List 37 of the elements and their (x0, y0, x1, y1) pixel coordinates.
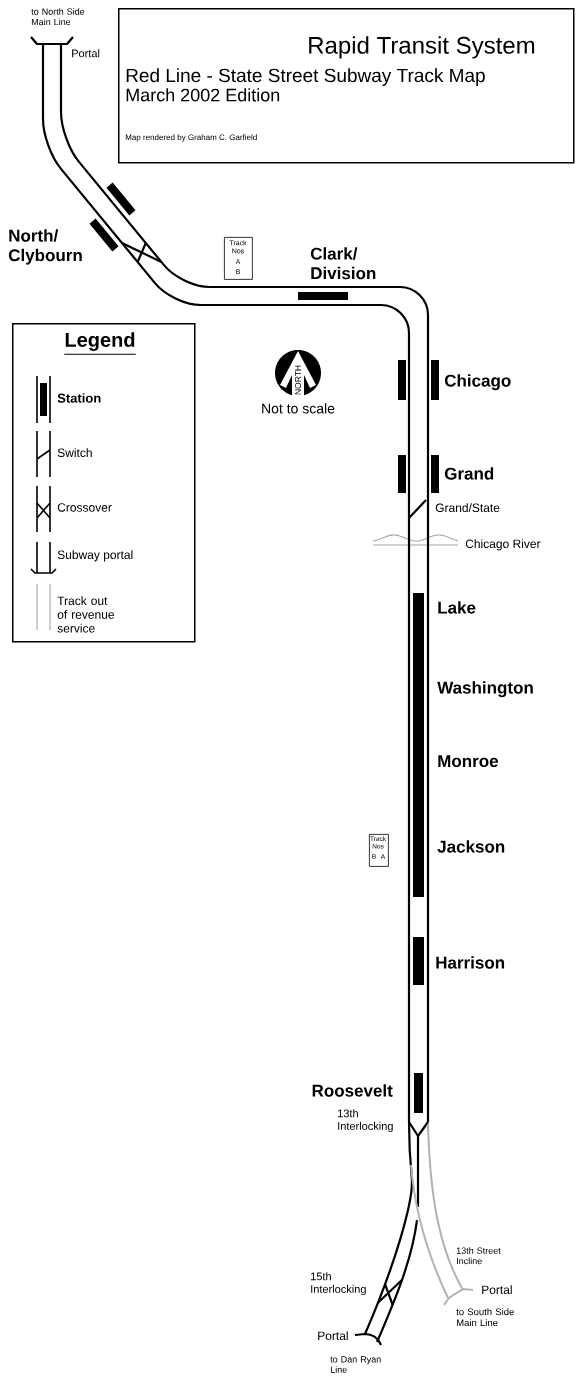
interlocking-label: Grand/State (435, 503, 500, 512)
station-name: Lake (438, 601, 476, 614)
station-name: Roosevelt (312, 1084, 393, 1097)
river-label: Chicago River (465, 539, 541, 551)
map-title: Red Line - State Street Subway Track Map (126, 68, 485, 86)
interlocking-label: 15th Interlocking (311, 1272, 366, 1296)
legend-label: Track out of revenue service (57, 596, 114, 633)
legend-label: Station (57, 393, 101, 403)
station-name: Grand (444, 467, 494, 480)
interlocking-label: 13th Interlocking (338, 1109, 393, 1133)
edition-text: March 2002 Edition (126, 88, 280, 102)
legend-label: Crossover (57, 503, 112, 512)
destination-label: to North Side Main Line (31, 8, 85, 26)
destination-label: to South Side Main Line (456, 1308, 514, 1327)
system-name: Rapid Transit System (309, 36, 535, 59)
station-name: Harrison (436, 956, 505, 969)
station-name: Monroe (438, 755, 498, 768)
track-number-box (369, 834, 389, 867)
north-arrow-text: NORTH (295, 365, 301, 395)
station-name: Clark/ Division (310, 247, 376, 280)
station-name: North/ Clybourn (8, 229, 82, 265)
credit-text: Map rendered by Graham C. Garfield (125, 134, 257, 142)
station-name: Washington (437, 681, 533, 698)
title-box (118, 8, 575, 164)
destination-label: to Dan Ryan Line (330, 1356, 381, 1373)
portal-label: Portal (72, 49, 100, 58)
legend-title: Legend (63, 332, 137, 355)
incline-label: 13th Street Incline (456, 1247, 501, 1265)
station-name: Jackson (437, 840, 505, 853)
track-number-box (224, 237, 253, 280)
legend-label: Subway portal (57, 550, 133, 562)
legend-label: Switch (57, 448, 92, 457)
portal-label: Portal (318, 1331, 348, 1340)
station-name: Chicago (444, 374, 511, 391)
scale-note: Not to scale (262, 403, 335, 414)
legend-box (12, 323, 196, 643)
portal-label: Portal (482, 1285, 512, 1294)
